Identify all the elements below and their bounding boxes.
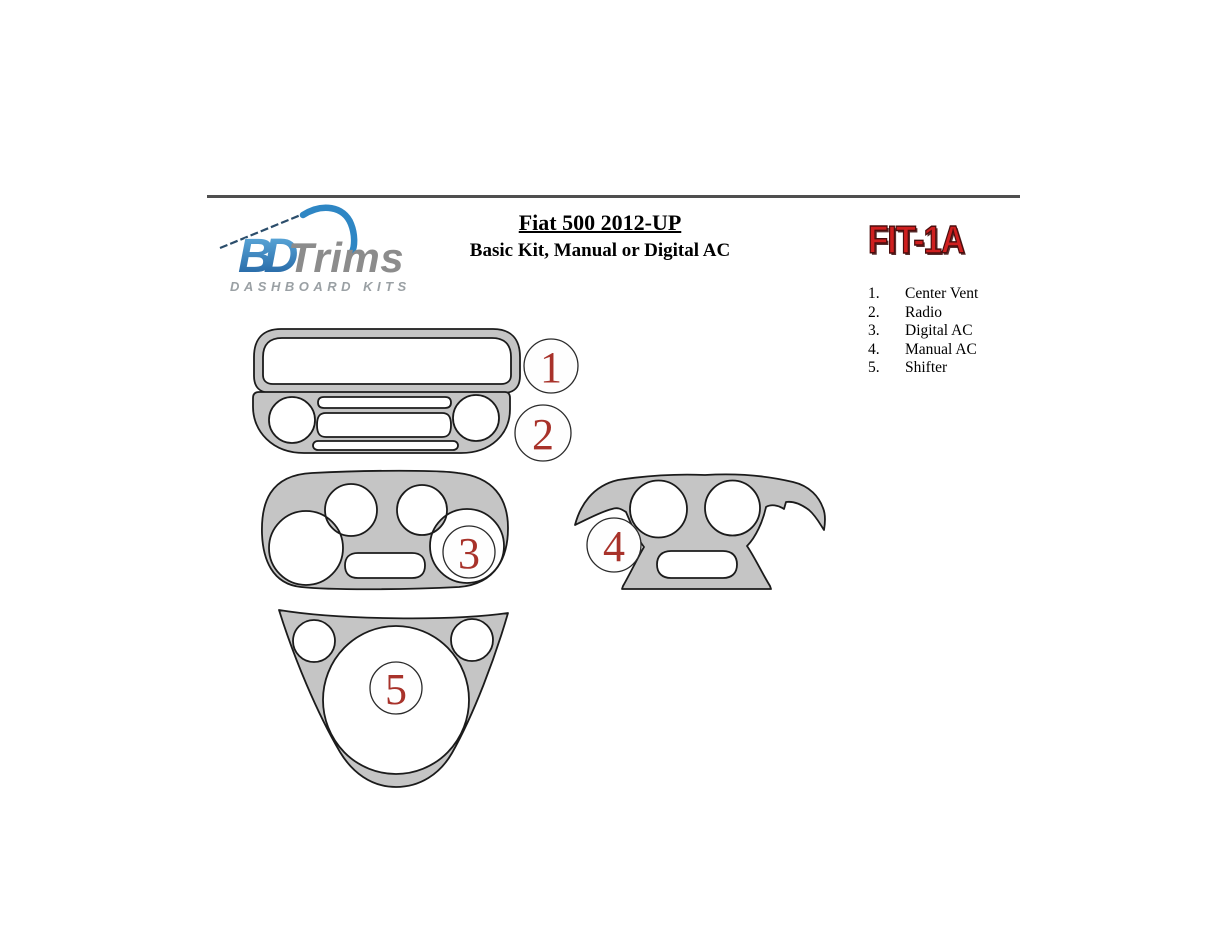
piece-digital-ac [261,469,509,591]
marker-digital-ac: 3 [442,525,496,579]
marker-manual-ac: 4 [586,517,642,573]
marker-circle-icon [442,525,496,579]
legend-item-number: 3. [868,322,880,339]
legend-item-label: Center Vent [905,285,979,302]
marker-number: 3 [458,529,480,578]
marker-number: 5 [385,665,407,714]
legend-item-number: 1. [868,285,880,302]
marker-number: 1 [540,343,562,392]
marker-circle-icon [586,517,642,573]
marker-circle-icon [514,404,572,462]
legend-item-label: Digital AC [905,322,973,339]
brand-logo: BD Trims DASHBOARD KITS [216,202,416,302]
piece-radio [252,391,511,454]
legend-item: 3. Digital AC [868,322,978,341]
legend-item-number: 4. [868,340,880,358]
legend-item: 5. Shifter [868,359,978,378]
page-subtitle: Basic Kit, Manual or Digital AC [469,240,731,261]
fit-code: FIT-1A [867,218,965,262]
logo-swoosh-arc-icon [299,204,358,256]
marker-center-vent: 1 [523,338,579,394]
marker-circle-icon [369,661,423,715]
logo-swoosh-streak-icon [219,210,309,250]
legend-item-label: Manual AC [905,340,977,358]
legend-item: 2. Radio [868,304,978,323]
legend-item: 4. Manual AC [868,341,978,360]
logo-name: Trims [288,234,404,281]
page-title: Fiat 500 2012-UP [518,210,682,235]
legend-item-number: 2. [868,303,880,321]
legend-item-number: 5. [868,359,880,376]
marker-circle-icon [523,338,579,394]
piece-manual-ac [574,473,826,590]
brand-logo-graphic: BD Trims DASHBOARD KITS [219,204,411,294]
legend-item-label: Shifter [905,359,948,376]
marker-radio: 2 [514,404,572,462]
marker-number: 4 [603,522,625,571]
parts-legend: 1. Center Vent 2. Radio 3. Digital AC 4.… [868,285,978,378]
piece-center-vent [253,328,521,394]
logo-tagline: DASHBOARD KITS [230,279,411,294]
marker-shifter: 5 [369,661,423,715]
legend-item: 1. Center Vent [868,285,978,304]
legend-item-label: Radio [905,303,943,321]
marker-number: 2 [532,410,554,459]
piece-shifter [278,609,509,788]
header-divider [207,195,1020,198]
title-block: Fiat 500 2012-UP Basic Kit, Manual or Di… [400,210,800,262]
